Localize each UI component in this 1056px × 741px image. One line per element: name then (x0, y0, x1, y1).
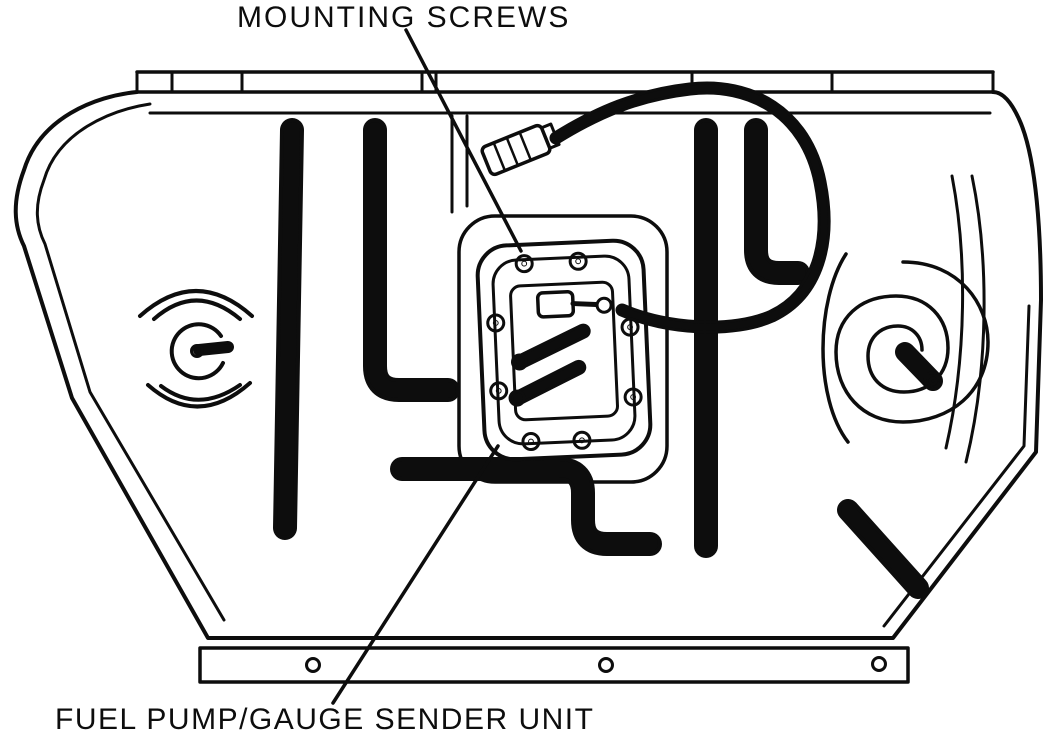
strap-hole (598, 657, 614, 673)
strap-hole (871, 656, 887, 672)
leader-line-mounting-screws (404, 28, 523, 253)
label-fuel-pump-sender: FUEL PUMP/GAUGE SENDER UNIT (55, 703, 595, 736)
fuel-tubes (508, 323, 591, 407)
mounting-screw (486, 313, 506, 333)
mounting-screw (623, 387, 643, 407)
sender-recess (457, 214, 669, 484)
mounting-screw (572, 430, 592, 450)
wiring-harness (549, 81, 831, 334)
sender-unit-plate (475, 238, 653, 462)
mounting-screws (486, 251, 643, 452)
tank-body-outline (13, 90, 1043, 640)
tank-top-flange (135, 70, 995, 94)
right-spiral-stamping (821, 252, 990, 444)
mounting-screw (568, 251, 588, 271)
mounting-screw (514, 254, 534, 274)
left-stamped-emblem (138, 289, 254, 409)
mounting-strap (198, 646, 910, 684)
mounting-screw (521, 432, 541, 452)
electrical-connector (535, 290, 613, 319)
mounting-screw (489, 381, 509, 401)
stamped-ribs (273, 118, 929, 599)
label-mounting-screws: MOUNTING SCREWS (237, 1, 571, 34)
leader-line-sender-unit (331, 444, 500, 705)
harness-plug (480, 122, 561, 177)
strap-hole (305, 657, 321, 673)
